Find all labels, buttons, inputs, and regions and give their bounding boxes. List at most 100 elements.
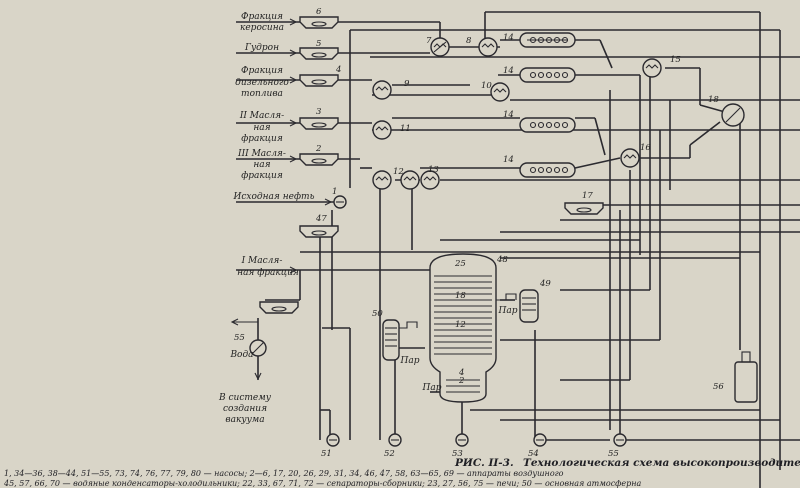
- pump-cooler-2: [299, 153, 339, 166]
- caption-line-2: 45, 57, 66, 70 — водяные конденсаторы-хо…: [3, 479, 642, 488]
- label-steam-column: Пар: [422, 383, 442, 393]
- coolers-14: [519, 32, 576, 178]
- pump-51: [326, 433, 340, 447]
- label-oil2-1: II Масля-: [239, 111, 284, 121]
- pump-53: [455, 433, 469, 447]
- num-10: 10: [481, 81, 492, 91]
- heat-exchanger-8: [478, 37, 498, 57]
- num-52: 52: [384, 449, 395, 459]
- num-17: 17: [582, 191, 593, 201]
- air-cooler-46: [259, 301, 299, 314]
- label-oil3-3: фракция: [241, 171, 283, 181]
- num-1: 1: [332, 187, 337, 197]
- heat-exchangers: [249, 37, 745, 357]
- heat-exchanger-18: [721, 103, 745, 127]
- num-12: 12: [393, 167, 404, 177]
- label-steam-49: Пар: [498, 306, 518, 316]
- pump-cooler-5: [299, 47, 339, 60]
- num-50: 50: [372, 309, 383, 319]
- num-54: 54: [528, 449, 539, 459]
- pump-54: [533, 433, 547, 447]
- label-vacuum-1: В систему: [218, 393, 272, 403]
- stripper-49: [496, 289, 539, 323]
- label-steam-50: Пар: [400, 356, 420, 366]
- cooler-14-c: [519, 117, 576, 133]
- num-col-18: 18: [455, 291, 466, 301]
- heat-exchanger-16: [620, 148, 640, 168]
- label-tar: Гудрон: [244, 43, 279, 53]
- num-3: 3: [316, 107, 321, 117]
- num-14c: 14: [503, 110, 514, 120]
- feed-pump-1: [333, 195, 347, 209]
- num-14d: 14: [503, 155, 514, 165]
- label-oil1-2: ная фракция: [237, 268, 299, 278]
- label-water: Вода: [229, 350, 253, 360]
- heat-exchanger-9: [372, 80, 392, 100]
- pump-55: [613, 433, 627, 447]
- condenser-45: [249, 339, 267, 357]
- label-oil2-3: фракция: [241, 134, 283, 144]
- num-18: 18: [708, 95, 719, 105]
- pipelines: [232, 11, 800, 488]
- num-col-25: 25: [454, 259, 466, 269]
- num-7: 7: [426, 36, 432, 46]
- num-4: 4: [335, 65, 341, 75]
- caption-line-1: 1, 34—36, 38—44, 51—55, 73, 74, 76, 77, …: [4, 469, 564, 478]
- label-oil3-2: ная: [253, 160, 270, 170]
- pump-52: [388, 433, 402, 447]
- label-diesel-2: дизельного: [235, 78, 289, 88]
- num-56: 56: [713, 382, 724, 392]
- label-diesel-3: топлива: [241, 89, 283, 99]
- caption-title: РИС. II-3.: [454, 457, 514, 469]
- heat-exchanger-11: [372, 120, 392, 140]
- bottom-pumps: [326, 433, 627, 447]
- vacuum-column: [429, 253, 497, 403]
- label-kerosene-1: Фракция: [241, 12, 283, 22]
- cooler-14-a: [519, 32, 576, 48]
- label-oil2-2: ная: [253, 123, 270, 133]
- pump-cooler-4: [299, 74, 339, 87]
- num-53: 53: [452, 449, 463, 459]
- label-kerosene-2: керосина: [240, 23, 284, 33]
- heat-exchanger-15: [642, 58, 662, 78]
- num-11: 11: [400, 124, 411, 134]
- num-14b: 14: [503, 66, 514, 76]
- heat-exchanger-13: [420, 170, 440, 190]
- separator-56: [734, 351, 758, 403]
- heat-exchanger-7: [430, 37, 450, 57]
- num-8: 8: [466, 36, 472, 46]
- heat-exchanger-10: [490, 82, 510, 102]
- num-13: 13: [428, 165, 439, 175]
- air-cooler-47: [299, 225, 339, 238]
- num-15: 15: [670, 55, 681, 65]
- caption-title-text: Технологическая схема высокопроизводител…: [523, 457, 800, 469]
- label-vacuum-3: вакуума: [225, 415, 264, 425]
- pump-cooler-3: [299, 117, 339, 130]
- stream-labels: Фракция керосина Гудрон Фракция дизельно…: [218, 12, 518, 425]
- heat-exchanger-12b: [400, 170, 420, 190]
- label-oil1-1: I Масля-: [241, 256, 283, 266]
- heat-exchanger-12: [372, 170, 392, 190]
- num-47: 47: [315, 214, 327, 224]
- num-48: 48: [496, 255, 508, 265]
- num-col-4: 4: [458, 368, 464, 378]
- num-51: 51: [321, 449, 332, 459]
- num-49: 49: [539, 279, 551, 289]
- num-col-2: 2: [458, 376, 464, 386]
- stripper-50: [382, 319, 418, 361]
- num-5: 5: [316, 39, 321, 49]
- label-oil3-1: III Масля-: [237, 149, 286, 159]
- label-feed: Исходная нефть: [233, 192, 315, 202]
- num-14a: 14: [503, 33, 514, 43]
- num-col-12: 12: [455, 320, 466, 330]
- pump-cooler-6: [299, 16, 339, 29]
- equipment-numbers: 6 5 4 3 2 1 7 8 9 10 11 12 13 14 14 14 1…: [234, 7, 724, 459]
- num-6: 6: [316, 7, 322, 17]
- flow-arrows: [230, 18, 333, 381]
- num-45: 55: [234, 333, 245, 343]
- label-diesel-1: Фракция: [241, 66, 283, 76]
- num-9: 9: [404, 79, 410, 89]
- num-55: 55: [608, 449, 619, 459]
- figure-caption: РИС. II-3. Технологическая схема высокоп…: [3, 457, 800, 488]
